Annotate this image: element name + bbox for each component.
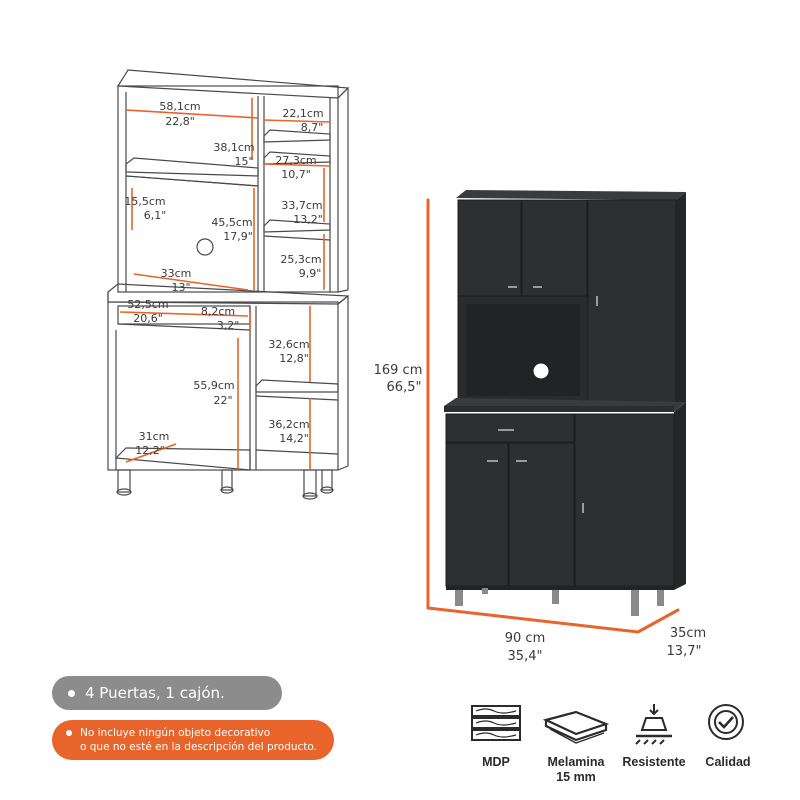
dim-label-cm: 15,5cm — [124, 195, 165, 208]
leg — [455, 590, 463, 606]
measure-lines — [119, 98, 331, 470]
feature-labels: MDP Melamina 15 mm Resistente Calidad — [482, 755, 750, 784]
dim-label-cm: 32,6cm — [268, 338, 309, 351]
drawer — [445, 413, 575, 443]
dim-label-cm: 22,1cm — [282, 107, 323, 120]
disclaimer-pill: No incluye ningún objeto decorativo o qu… — [52, 720, 334, 760]
overall-width-cm: 90 cm — [505, 631, 546, 646]
overall-dimension-labels: 169 cm 66,5" 90 cm 35,4" 35cm 13,7" — [374, 363, 707, 664]
dim-label-cm: 27,3cm — [275, 154, 316, 167]
cabinet-render — [444, 190, 686, 616]
overall-height-in: 66,5" — [387, 380, 422, 395]
leg — [321, 469, 333, 491]
bottom-shelf — [114, 447, 251, 471]
lower-door-middle — [508, 442, 575, 587]
dim-label-cm: 45,5cm — [211, 216, 252, 229]
shelf — [255, 379, 339, 393]
hutch-outer — [117, 85, 339, 293]
weight-resistant-icon — [635, 704, 672, 745]
leg — [303, 469, 317, 497]
dim-label-in: 13,2" — [293, 213, 323, 226]
dim-label-in: 12,8" — [279, 352, 309, 365]
lower-door-left — [445, 442, 509, 587]
dim-label-in: 6,1" — [144, 209, 167, 222]
dim-label-cm: 25,3cm — [280, 253, 321, 266]
feature-label: Melamina — [548, 755, 606, 769]
quality-check-icon — [708, 704, 744, 740]
dim-label-in: 22" — [213, 394, 232, 407]
lower-side — [674, 402, 686, 590]
shelf — [125, 157, 259, 177]
shelf — [263, 151, 331, 165]
dim-label-in: 12,2" — [135, 444, 165, 457]
leg — [117, 469, 131, 493]
dim-label-in: 13" — [171, 281, 190, 294]
feature-label: Calidad — [705, 755, 750, 769]
disclaimer-line-1: No incluye ningún objeto decorativo — [80, 727, 271, 739]
cable-hole — [532, 362, 550, 380]
dim-label-cm: 52,5cm — [127, 298, 168, 311]
features-pill: 4 Puertas, 1 cajón. — [52, 676, 282, 710]
dim-label-in: 9,9" — [299, 267, 322, 280]
upper-door-middle — [521, 199, 588, 297]
leg — [221, 469, 233, 491]
overall-depth-in: 13,7" — [667, 644, 702, 659]
bullet-dot — [66, 730, 72, 736]
disclaimer-line-2: o que no esté en la descripción del prod… — [80, 741, 317, 753]
hutch-side — [676, 192, 686, 408]
drawing-labels: 58,1cm 22,8" 22,1cm 8,7" 38,1cm 15" 27,3… — [124, 100, 323, 457]
shelf — [263, 129, 331, 143]
feature-label: Resistente — [622, 755, 685, 769]
dim-label-in: 22,8" — [165, 115, 195, 128]
dim-label-in: 14,2" — [279, 432, 309, 445]
dim-label-cm: 55,9cm — [193, 379, 234, 392]
dim-label-cm: 33,7cm — [281, 199, 322, 212]
dim-label-cm: 58,1cm — [159, 100, 200, 113]
leg — [657, 590, 664, 606]
upper-door-left — [457, 199, 522, 297]
leg — [631, 590, 639, 616]
bullet-dot — [68, 689, 75, 697]
tall-door-right — [587, 199, 677, 407]
overall-dimension-lines — [426, 198, 680, 634]
dim-label-in: 17,9" — [223, 230, 253, 243]
feature-label-sub: 15 mm — [556, 770, 596, 784]
dim-label-in: 15" — [234, 155, 253, 168]
dim-label-in: 20,6" — [133, 312, 163, 325]
lower-door-right — [574, 413, 675, 587]
overall-width-in: 35,4" — [508, 649, 543, 664]
leg — [482, 588, 488, 594]
hutch-top-surface — [456, 190, 686, 200]
dim-label-in: 10,7" — [281, 168, 311, 181]
leg — [552, 590, 559, 604]
dim-label-cm: 31cm — [139, 430, 170, 443]
melamine-sheet-icon — [542, 710, 610, 744]
mdp-board-icon — [471, 705, 521, 741]
hutch-top — [116, 69, 350, 99]
overall-depth-cm: 35cm — [670, 626, 706, 641]
feature-label: MDP — [482, 755, 510, 769]
overall-height-cm: 169 cm — [374, 363, 423, 378]
cable-hole — [196, 238, 214, 256]
disclaimer-text: No incluye ningún objeto decorativo o qu… — [80, 726, 317, 754]
dim-label-cm: 33cm — [161, 267, 192, 280]
dim-label-in: 3,2" — [217, 319, 240, 332]
dim-label-cm: 8,2cm — [201, 305, 235, 318]
dim-label-cm: 36,2cm — [268, 418, 309, 431]
features-pill-text: 4 Puertas, 1 cajón. — [85, 684, 225, 702]
dim-label-cm: 38,1cm — [213, 141, 254, 154]
dim-label-in: 8,7" — [301, 121, 324, 134]
shelf — [263, 219, 331, 233]
